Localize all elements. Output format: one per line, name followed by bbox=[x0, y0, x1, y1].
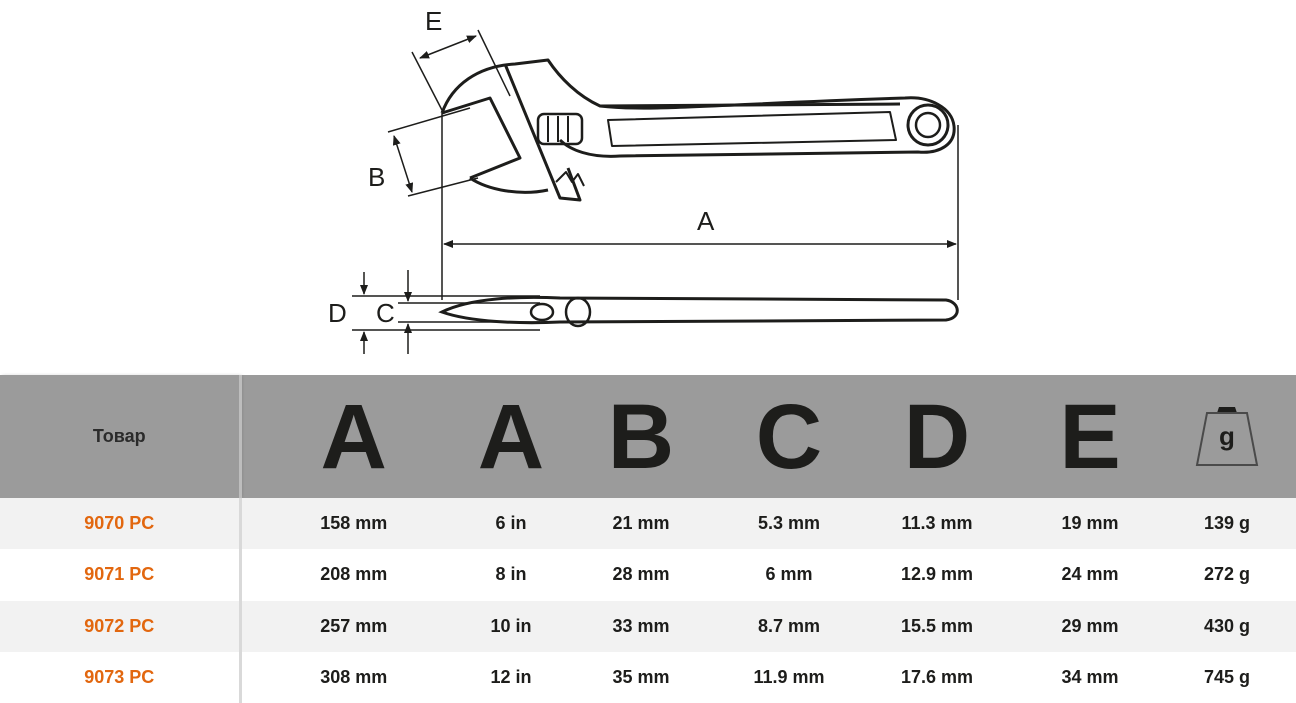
cell-c: 5.3 mm bbox=[757, 513, 821, 534]
header-e: E bbox=[1059, 385, 1121, 488]
cell-a-in: 10 in bbox=[490, 615, 532, 636]
header-a-in: A bbox=[477, 385, 545, 488]
cell-d: 15.5 mm bbox=[900, 615, 974, 636]
label-a: A bbox=[697, 206, 715, 236]
cell-d: 12.9 mm bbox=[900, 564, 974, 585]
cell-a-in: 8 in bbox=[495, 564, 527, 585]
product-code[interactable]: 9070 PC bbox=[0, 498, 242, 550]
cell-weight: 139 g bbox=[1203, 513, 1251, 534]
cell-c: 8.7 mm bbox=[757, 615, 821, 636]
table-row: 9072 PC 257 mm 10 in 33 mm 8.7 mm 15.5 m… bbox=[0, 600, 1296, 652]
weight-icon: g bbox=[1193, 399, 1261, 469]
label-b: B bbox=[368, 162, 385, 192]
cell-c: 6 mm bbox=[765, 564, 813, 585]
wrench-side-view bbox=[440, 58, 956, 202]
weight-unit: g bbox=[1219, 421, 1235, 451]
cell-c: 11.9 mm bbox=[753, 666, 825, 687]
wrench-diagram: A B E D C bbox=[328, 6, 959, 354]
table-row: 9071 PC 208 mm 8 in 28 mm 6 mm 12.9 mm 2… bbox=[0, 549, 1296, 601]
header-d: D bbox=[903, 385, 971, 488]
cell-e: 24 mm bbox=[1061, 564, 1119, 585]
cell-weight: 272 g bbox=[1203, 564, 1251, 585]
header-a-mm: A bbox=[320, 385, 387, 488]
cell-d: 17.6 mm bbox=[900, 666, 974, 687]
header-weight: g bbox=[1158, 375, 1296, 498]
cell-d: 11.3 mm bbox=[901, 513, 973, 534]
header-b: B bbox=[607, 385, 675, 488]
label-c: C bbox=[376, 298, 395, 328]
cell-a-in: 6 in bbox=[495, 513, 527, 534]
product-code[interactable]: 9073 PC bbox=[0, 651, 242, 703]
dimension-c bbox=[398, 270, 540, 354]
table-row: 9073 PC 308 mm 12 in 35 mm 11.9 mm 17.6 … bbox=[0, 651, 1296, 703]
cell-a-mm: 208 mm bbox=[320, 564, 388, 585]
cell-a-in: 12 in bbox=[490, 666, 532, 687]
cell-a-mm: 308 mm bbox=[320, 666, 388, 687]
cell-weight: 430 g bbox=[1203, 615, 1251, 636]
table-row: 9070 PC 158 mm 6 in 21 mm 5.3 mm 11.3 mm… bbox=[0, 498, 1296, 550]
label-e: E bbox=[425, 6, 442, 36]
header-product: Товар bbox=[0, 375, 242, 498]
cell-b: 28 mm bbox=[612, 564, 670, 585]
cell-e: 29 mm bbox=[1061, 615, 1119, 636]
product-code[interactable]: 9072 PC bbox=[0, 600, 242, 652]
cell-b: 21 mm bbox=[612, 513, 670, 534]
specification-table: Товар A A B C D E g 9070 PC 158 mm 6 in bbox=[0, 375, 1296, 703]
label-d: D bbox=[328, 298, 347, 328]
cell-e: 34 mm bbox=[1061, 666, 1119, 687]
header-c: C bbox=[755, 385, 823, 488]
cell-a-mm: 158 mm bbox=[320, 513, 388, 534]
cell-b: 33 mm bbox=[612, 615, 670, 636]
cell-b: 35 mm bbox=[612, 666, 670, 687]
cell-e: 19 mm bbox=[1061, 513, 1119, 534]
dimension-a bbox=[441, 113, 959, 300]
dimension-b bbox=[387, 107, 479, 197]
product-code[interactable]: 9071 PC bbox=[0, 549, 242, 601]
cell-a-mm: 257 mm bbox=[320, 615, 388, 636]
cell-weight: 745 g bbox=[1203, 666, 1251, 687]
dimension-d bbox=[352, 272, 540, 354]
dimension-e bbox=[411, 29, 511, 115]
table-header-row: Товар A A B C D E g bbox=[0, 375, 1296, 498]
